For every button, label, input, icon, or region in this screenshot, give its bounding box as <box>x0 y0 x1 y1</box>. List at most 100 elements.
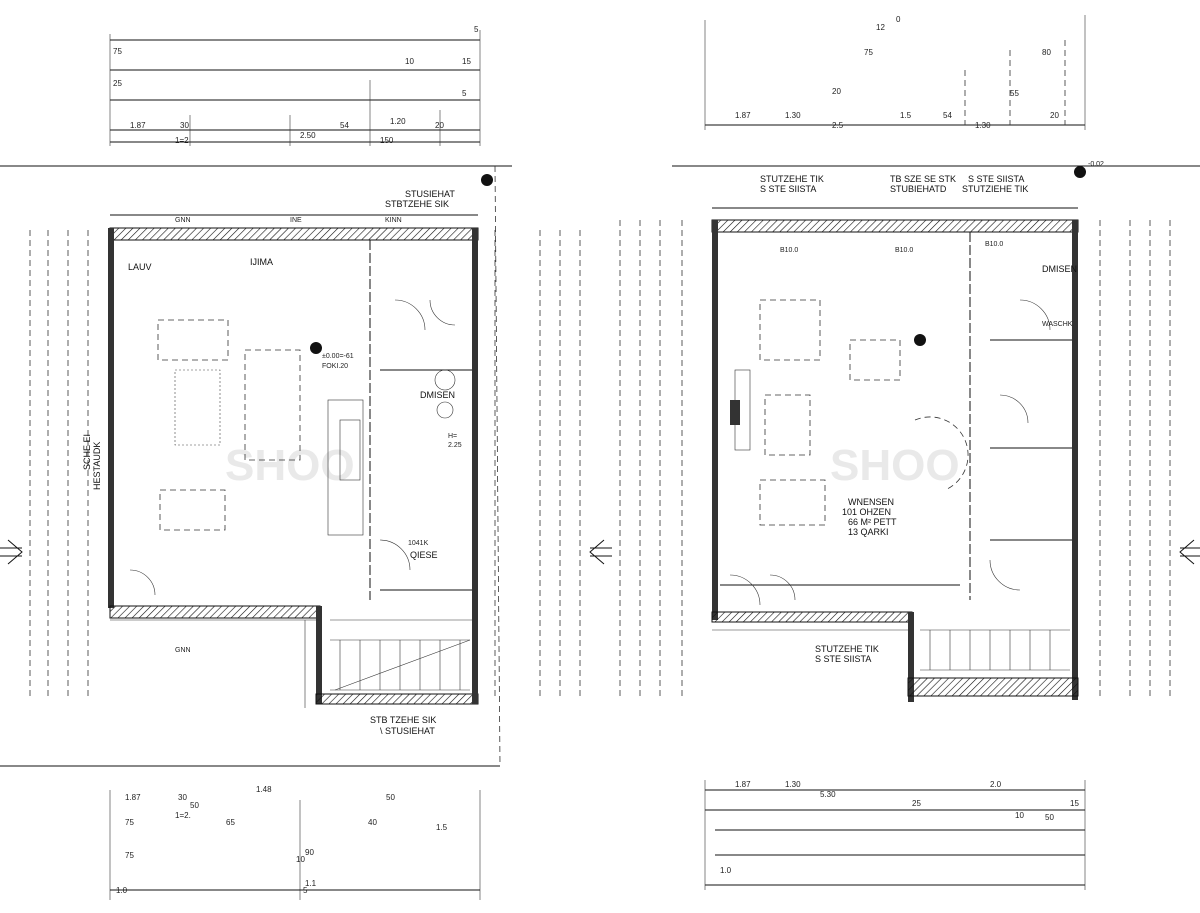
dim-label: 150 <box>380 136 394 145</box>
watermark-left: SHOO <box>225 441 355 490</box>
label-stair: STB TZEHE SIK <box>370 715 436 725</box>
wall-west <box>712 220 718 620</box>
dim-label: 65 <box>226 818 235 827</box>
dim-label: 1.30 <box>975 121 991 130</box>
wall-annex-east <box>472 606 478 704</box>
wall-east <box>472 228 478 608</box>
left-side-dimensions <box>0 230 612 700</box>
dim-label: 10 <box>296 855 305 864</box>
dim-label: 15 <box>1070 799 1079 808</box>
label-bottom: GNN <box>175 647 191 654</box>
label-room: IJIMA <box>250 257 273 267</box>
wall-north <box>109 227 479 241</box>
label-room: LAUV <box>128 262 152 272</box>
label-level: ±0.00=-61 <box>322 353 354 360</box>
dim-label: 1.1 <box>305 879 317 888</box>
label-stair: TB SZE SE STK <box>890 174 956 184</box>
dim-label: 75 <box>125 851 134 860</box>
dim-label: 20 <box>435 121 444 130</box>
dim-label: 5.30 <box>820 790 836 799</box>
label-room: 101 OHZEN <box>842 507 891 517</box>
label-side: HESTAUDK <box>92 442 102 490</box>
wall-annex-west <box>908 612 914 702</box>
label-level: B10.0 <box>985 241 1003 248</box>
dim-label: 12 <box>876 23 885 32</box>
dim-label: 2.5 <box>832 121 844 130</box>
dim-label: 50 <box>1045 813 1054 822</box>
right-bottom-dimensions: 1.87 1.30 5.30 2.0 25 15 10 1.0 50 <box>704 780 1086 890</box>
dim-label: 40 <box>368 818 377 827</box>
label-stair: STBTZEHE SIK <box>385 199 449 209</box>
label-room: DMISEN <box>420 390 455 400</box>
dim-label: 1=2. <box>175 811 191 820</box>
dim-label: 5 <box>474 25 479 34</box>
dim-label: 10 <box>405 57 414 66</box>
label-level: -0.02 <box>1088 161 1104 168</box>
wall-south <box>109 605 321 619</box>
dim-label: 1.5 <box>436 823 448 832</box>
dim-label: 54 <box>340 121 349 130</box>
dim-label: 25 <box>113 79 122 88</box>
label-height: 2.25 <box>448 442 462 449</box>
dim-label: 30 <box>180 121 189 130</box>
label-stair: \ STUSIEHAT <box>380 726 435 736</box>
dim-label: 1.87 <box>735 111 751 120</box>
label-room: 66 M² PETT <box>848 517 897 527</box>
dim-label: 1.30 <box>785 111 801 120</box>
label-top: INE <box>290 217 302 224</box>
dim-label: 15 <box>462 57 471 66</box>
dim-label: 1.87 <box>735 780 751 789</box>
label-stair: S STE SIISTA <box>760 184 816 194</box>
label-level: 1041K <box>408 540 429 547</box>
label-stair: STUTZEHE TIK <box>760 174 824 184</box>
label-stair: S STE SIISTA <box>815 654 871 664</box>
dim-label: 1.20 <box>390 117 406 126</box>
dim-label: 0 <box>896 15 901 24</box>
label-stair: STUTZEHE TIK <box>815 644 879 654</box>
left-bottom-dimensions: 1.87 30 50 1.48 50 75 65 1=2. 40 1.5 75 … <box>109 785 481 900</box>
label-room: 13 QARKI <box>848 527 889 537</box>
label-level: B10.0 <box>895 247 913 254</box>
wall-west <box>108 228 114 608</box>
dim-label: 50 <box>386 793 395 802</box>
dim-label: 5 <box>462 89 467 98</box>
dim-label: 30 <box>178 793 187 802</box>
right-top-dimensions: 12 0 75 20 80 55 1.87 1.30 2.5 1.5 54 1.… <box>704 15 1086 130</box>
dim-label: 54 <box>943 111 952 120</box>
wall-east <box>1072 220 1078 700</box>
dim-label: 1.87 <box>130 121 146 130</box>
dim-label: 1.87 <box>125 793 141 802</box>
right-side-dimensions <box>619 220 1200 700</box>
wall-south <box>711 611 913 623</box>
label-level: FOKI.20 <box>322 363 348 370</box>
dim-label: 1.0 <box>116 886 128 895</box>
label-top: GNN <box>175 217 191 224</box>
dim-label: 1.48 <box>256 785 272 794</box>
dim-label: 90 <box>305 848 314 857</box>
dim-label: 75 <box>125 818 134 827</box>
label-stair: STUBIEHATD <box>890 184 947 194</box>
dim-label: 2.0 <box>990 780 1002 789</box>
right-annex-stairs <box>920 629 1070 671</box>
dim-label: 20 <box>832 87 841 96</box>
dim-label: 55 <box>1010 89 1019 98</box>
dim-label: 1.5 <box>900 111 912 120</box>
dim-label: 50 <box>190 801 199 810</box>
label-room: WASCHK <box>1042 321 1073 328</box>
dim-label: 1.0 <box>720 866 732 875</box>
label-stair: STUSIEHAT <box>405 189 455 199</box>
left-top-dimensions: 5 75 15 25 10 5 1.87 30 1.20 20 2.50 54 … <box>109 25 481 146</box>
wall-annex-west <box>316 606 322 704</box>
dim-label: 1.30 <box>785 780 801 789</box>
label-stair: STUTZIEHE TIK <box>962 184 1028 194</box>
dim-label: 25 <box>912 799 921 808</box>
dim-label: 75 <box>113 47 122 56</box>
watermark-right: SHOO <box>830 441 960 490</box>
dim-label: 80 <box>1042 48 1051 57</box>
label-level: B10.0 <box>780 247 798 254</box>
label-stair: S STE SIISTA <box>968 174 1024 184</box>
wall-annex-south <box>907 677 1079 697</box>
dim-label: 75 <box>864 48 873 57</box>
label-room: QIESE <box>410 550 438 560</box>
